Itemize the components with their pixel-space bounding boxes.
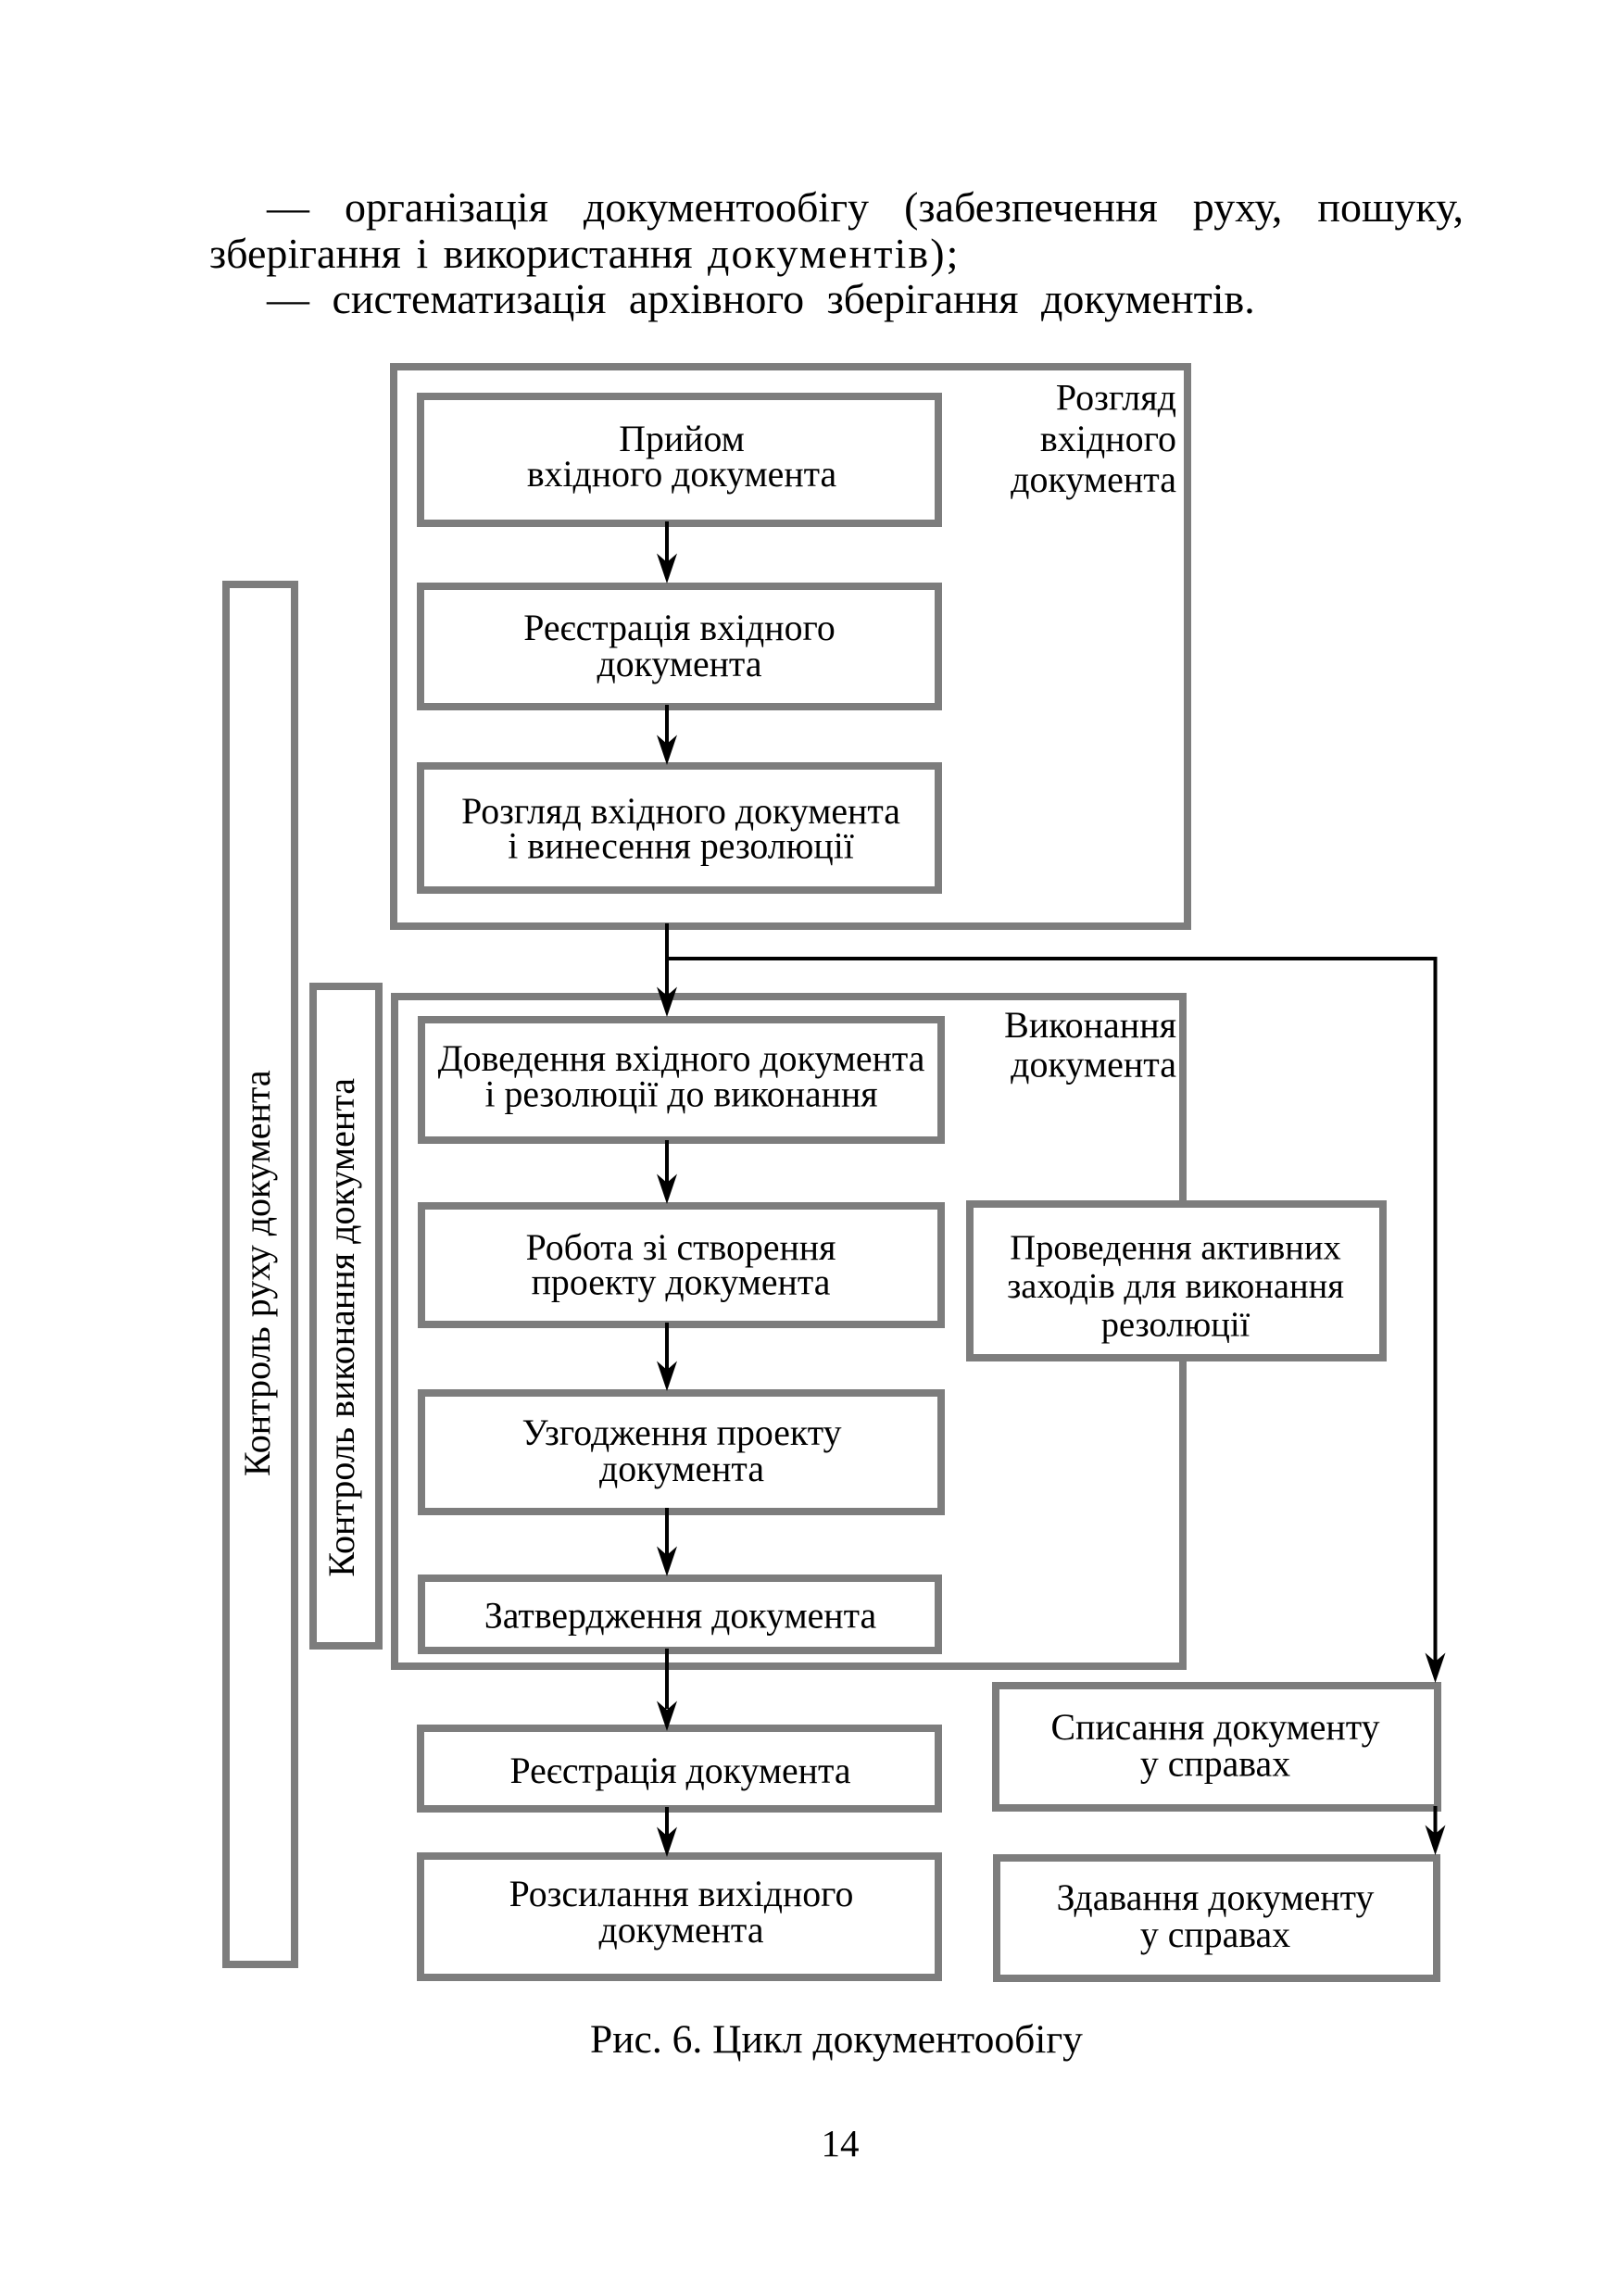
svg-text:Виконання: Виконання <box>1004 1004 1176 1046</box>
svg-text:документа: документа <box>599 1910 764 1951</box>
svg-text:Проведення активних: Проведення активних <box>1010 1229 1340 1268</box>
svg-text:проекту документа: проекту документа <box>532 1261 831 1302</box>
svg-text:у справах: у справах <box>1140 1914 1290 1955</box>
svg-text:документа: документа <box>1011 458 1176 500</box>
svg-text:Робота зі створення: Робота зі створення <box>526 1227 836 1268</box>
svg-text:Реєстрація документа: Реєстрація документа <box>509 1750 850 1791</box>
svg-text:документа: документа <box>599 1449 764 1489</box>
svg-text:і винесення резолюції: і винесення резолюції <box>508 825 854 866</box>
svg-text:Узгодження проекту: Узгодження проекту <box>521 1412 841 1453</box>
svg-text:Затвердження документа: Затвердження документа <box>484 1596 877 1637</box>
svg-text:і резолюції до виконання: і резолюції до виконання <box>484 1074 877 1115</box>
svg-text:Розгляд вхідного документа: Розгляд вхідного документа <box>461 791 900 832</box>
svg-text:Реєстрація вхідного: Реєстрація вхідного <box>523 608 836 648</box>
svg-text:вхідного: вхідного <box>1040 418 1176 459</box>
svg-text:резолюції: резолюції <box>1101 1306 1250 1345</box>
svg-text:Розсилання вихідного: Розсилання вихідного <box>509 1874 854 1914</box>
svg-text:документа: документа <box>1011 1044 1176 1085</box>
svg-text:у справах: у справах <box>1140 1744 1290 1785</box>
svg-text:заходів для виконання: заходів для виконання <box>1007 1267 1344 1306</box>
svg-text:Розгляд: Розгляд <box>1056 377 1176 419</box>
svg-text:Списання документу: Списання документу <box>1050 1707 1379 1748</box>
svg-text:Доведення вхідного документа: Доведення вхідного документа <box>438 1038 925 1079</box>
svg-text:Контроль руху документа: Контроль руху документа <box>236 1070 278 1476</box>
svg-text:Контроль виконання документа: Контроль виконання документа <box>320 1078 362 1577</box>
svg-text:Здавання документу: Здавання документу <box>1057 1877 1375 1918</box>
svg-text:вхідного документа: вхідного документа <box>527 454 837 495</box>
svg-text:Прийом: Прийом <box>619 419 745 459</box>
svg-text:документа: документа <box>597 644 762 684</box>
